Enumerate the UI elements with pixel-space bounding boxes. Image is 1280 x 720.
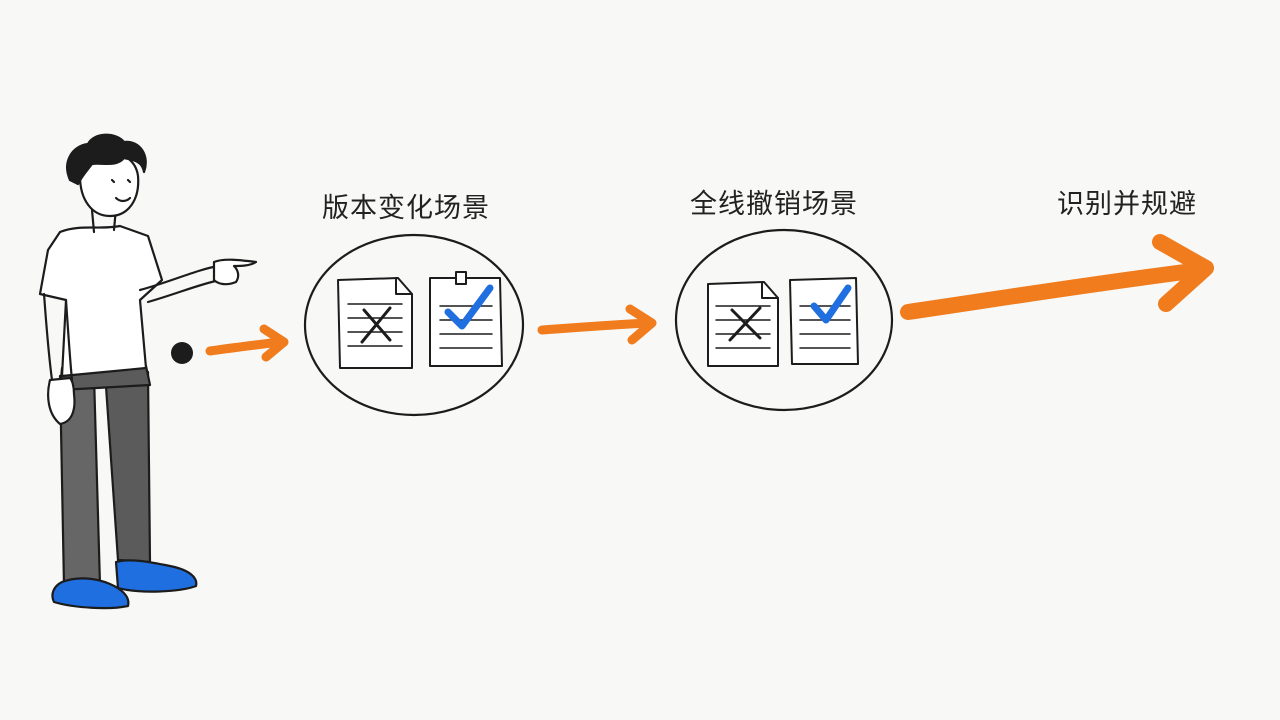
person-icon: [38, 133, 258, 610]
step-3-label: 识别并规避: [1057, 189, 1197, 220]
step-1-label: 版本变化场景: [322, 193, 490, 224]
document-approved-icon: [789, 277, 859, 365]
document-approved-icon: [429, 271, 503, 367]
step-1-circle: [303, 233, 525, 417]
document-rejected-icon: [707, 281, 779, 367]
step-2-circle: [674, 228, 894, 412]
arrow-right-icon: [900, 234, 1214, 320]
start-dot-icon: [171, 342, 193, 364]
arrow-right-icon: [537, 304, 657, 345]
arrow-right-icon: [205, 324, 289, 362]
step-2-label: 全线撤销场景: [690, 189, 858, 220]
document-rejected-icon: [337, 277, 413, 369]
